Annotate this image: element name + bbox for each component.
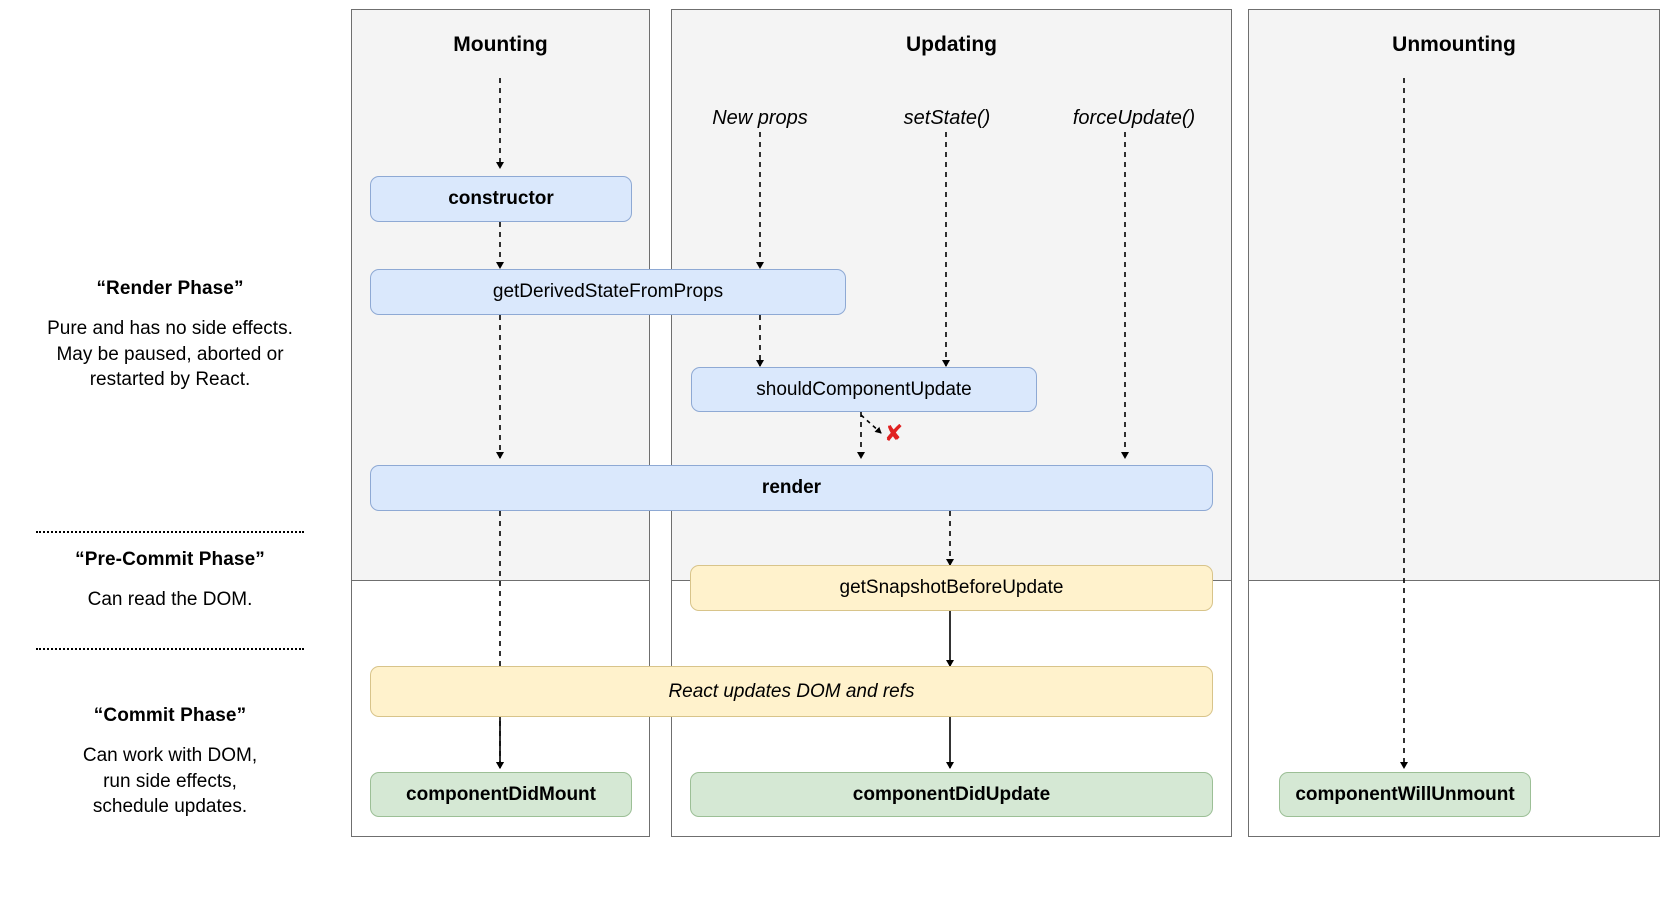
- legend-pre-commit-phase-title: “Pre-Commit Phase”: [75, 549, 265, 570]
- node-component-did-update[interactable]: componentDidUpdate: [690, 772, 1213, 817]
- legend-divider-top: [36, 531, 304, 533]
- column-title-updating: Updating: [906, 33, 997, 56]
- legend-commit-phase-line3: schedule updates.: [92, 796, 248, 818]
- legend-pre-commit-phase: “Pre-Commit Phase” Can read the DOM.: [0, 549, 340, 613]
- node-should-component-update[interactable]: shouldComponentUpdate: [691, 367, 1037, 412]
- column-title-mounting: Mounting: [453, 33, 548, 56]
- node-get-snapshot-before-update[interactable]: getSnapshotBeforeUpdate: [690, 565, 1213, 611]
- node-component-will-unmount[interactable]: componentWillUnmount: [1279, 772, 1531, 817]
- node-constructor[interactable]: constructor: [370, 176, 632, 222]
- trigger-new-props: New props: [712, 107, 808, 129]
- legend-commit-phase-line1: Can work with DOM,: [82, 745, 258, 766]
- legend-pre-commit-phase-body: Can read the DOM.: [0, 587, 340, 613]
- node-react-updates-dom-and-refs[interactable]: React updates DOM and refs: [370, 666, 1213, 717]
- skip-render-x-icon: ✘: [884, 421, 904, 447]
- legend-commit-phase: “Commit Phase” Can work with DOM, run si…: [0, 705, 340, 820]
- column-title-unmounting: Unmounting: [1392, 33, 1516, 56]
- legend-render-phase-line2: May be paused, aborted or: [56, 343, 284, 365]
- legend-render-phase-line1: Pure and has no side effects.: [47, 318, 293, 339]
- trigger-set-state: setState(): [903, 107, 991, 129]
- column-render-region-unmounting: [1248, 9, 1660, 581]
- arrow-scu-to-skip: [860, 414, 882, 434]
- node-get-derived-state-from-props[interactable]: getDerivedStateFromProps: [370, 269, 846, 315]
- node-render[interactable]: render: [370, 465, 1213, 511]
- legend-render-phase-title: “Render Phase”: [96, 278, 244, 299]
- legend-pre-commit-phase-line1: Can read the DOM.: [87, 589, 253, 610]
- legend-commit-phase-body: Can work with DOM, run side effects, sch…: [0, 743, 340, 820]
- node-component-did-mount[interactable]: componentDidMount: [370, 772, 632, 817]
- legend-render-phase: “Render Phase” Pure and has no side effe…: [0, 278, 340, 393]
- legend-divider-bottom: [36, 648, 304, 650]
- legend-render-phase-body: Pure and has no side effects. May be pau…: [0, 316, 340, 393]
- trigger-force-update: forceUpdate(): [1072, 107, 1196, 129]
- legend-commit-phase-title: “Commit Phase”: [93, 705, 247, 726]
- legend-commit-phase-line2: run side effects,: [103, 770, 237, 792]
- legend-render-phase-line3: restarted by React.: [89, 369, 251, 391]
